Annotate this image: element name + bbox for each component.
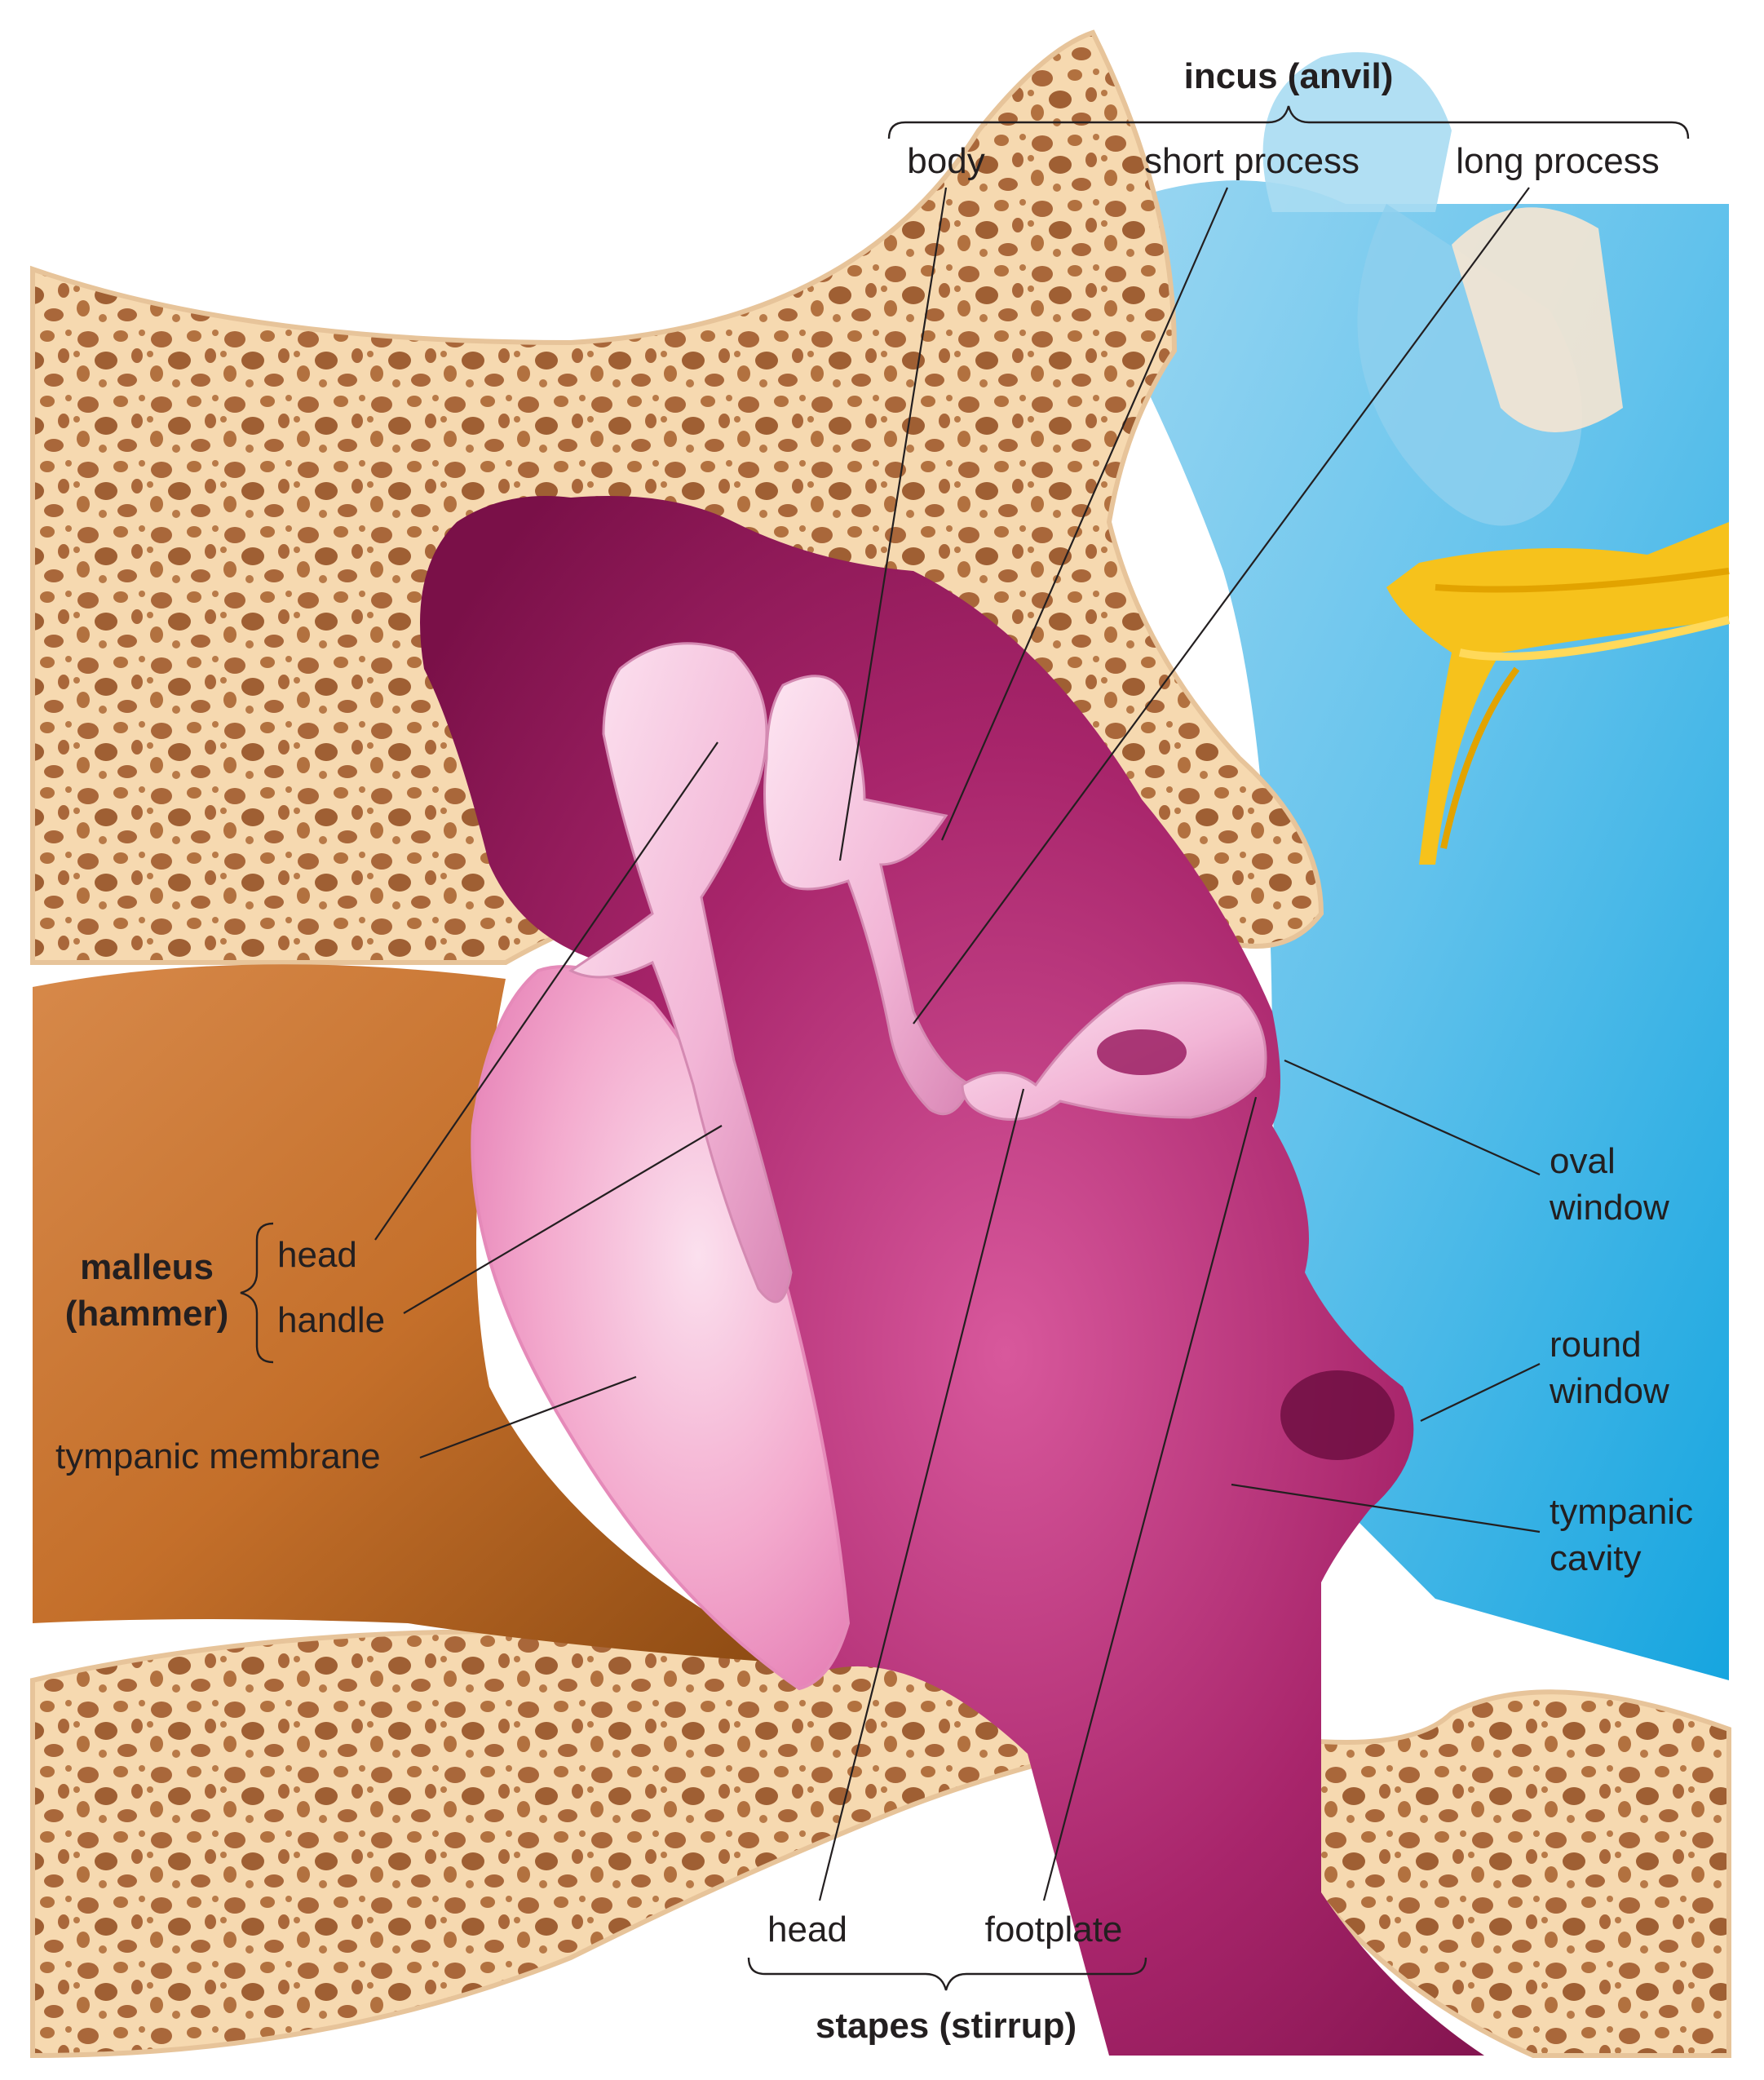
leader-tympanic-membrane	[419, 1375, 637, 1459]
temporal-bone-lower	[30, 1628, 1731, 2059]
leader-tympanic-cavity	[1231, 1483, 1541, 1533]
tympanic-cavity-line2: cavity	[1550, 1538, 1641, 1578]
incus-title: incus (anvil)	[1184, 56, 1394, 96]
malleus-head-label: head	[277, 1235, 357, 1275]
tympanic-cavity-line1: tympanic	[1550, 1492, 1693, 1532]
malleus-brace	[240, 1222, 274, 1364]
incus-short-process-label: short process	[1144, 141, 1359, 181]
nerve	[1386, 522, 1731, 865]
stapes-footplate-label: footplate	[985, 1910, 1123, 1949]
leader-stapes-footplate	[1042, 1096, 1258, 1901]
oval-window-group: oval window	[1284, 1059, 1669, 1228]
incus-long-process-label: long process	[1456, 141, 1659, 181]
incus-shape	[763, 675, 972, 1116]
stapes-head-label: head	[767, 1910, 847, 1949]
oval-window-line2: window	[1549, 1188, 1669, 1228]
tympanic-membrane-label: tympanic membrane	[55, 1436, 381, 1476]
malleus-shape	[568, 642, 793, 1303]
round-window-group: round window	[1420, 1325, 1669, 1422]
oval-window-line1: oval	[1550, 1141, 1616, 1181]
round-window-line2: window	[1549, 1371, 1669, 1411]
incus-body-label: body	[907, 141, 984, 181]
leader-oval-window	[1284, 1059, 1541, 1176]
incus-group: incus (anvil) body short process long pr…	[838, 56, 1690, 1025]
leader-stapes-head	[818, 1088, 1025, 1901]
stapes-brace	[747, 1957, 1147, 1991]
malleus-handle-label: handle	[277, 1300, 385, 1340]
round-window-niche	[1280, 1370, 1395, 1460]
leader-round-window	[1420, 1363, 1541, 1422]
leader-incus-short	[940, 187, 1229, 841]
stapes-title: stapes (stirrup)	[816, 2006, 1077, 2046]
leader-incus-body	[838, 187, 948, 861]
leader-malleus-handle	[403, 1125, 723, 1314]
round-window-line1: round	[1550, 1325, 1642, 1365]
leader-malleus-head	[374, 741, 718, 1241]
leader-incus-long	[913, 187, 1530, 1025]
incus-brace	[887, 105, 1690, 139]
stapes-group: head footplate stapes (stirrup)	[747, 1088, 1258, 2046]
tympanic-cavity-group: tympanic cavity	[1231, 1483, 1693, 1578]
ear-canal	[33, 964, 799, 1664]
malleus-title-line1: malleus	[80, 1247, 214, 1287]
malleus-group: malleus (hammer) head handle	[65, 741, 723, 1364]
malleus-title-line2: (hammer)	[65, 1294, 229, 1334]
ossicles	[568, 642, 1267, 1303]
